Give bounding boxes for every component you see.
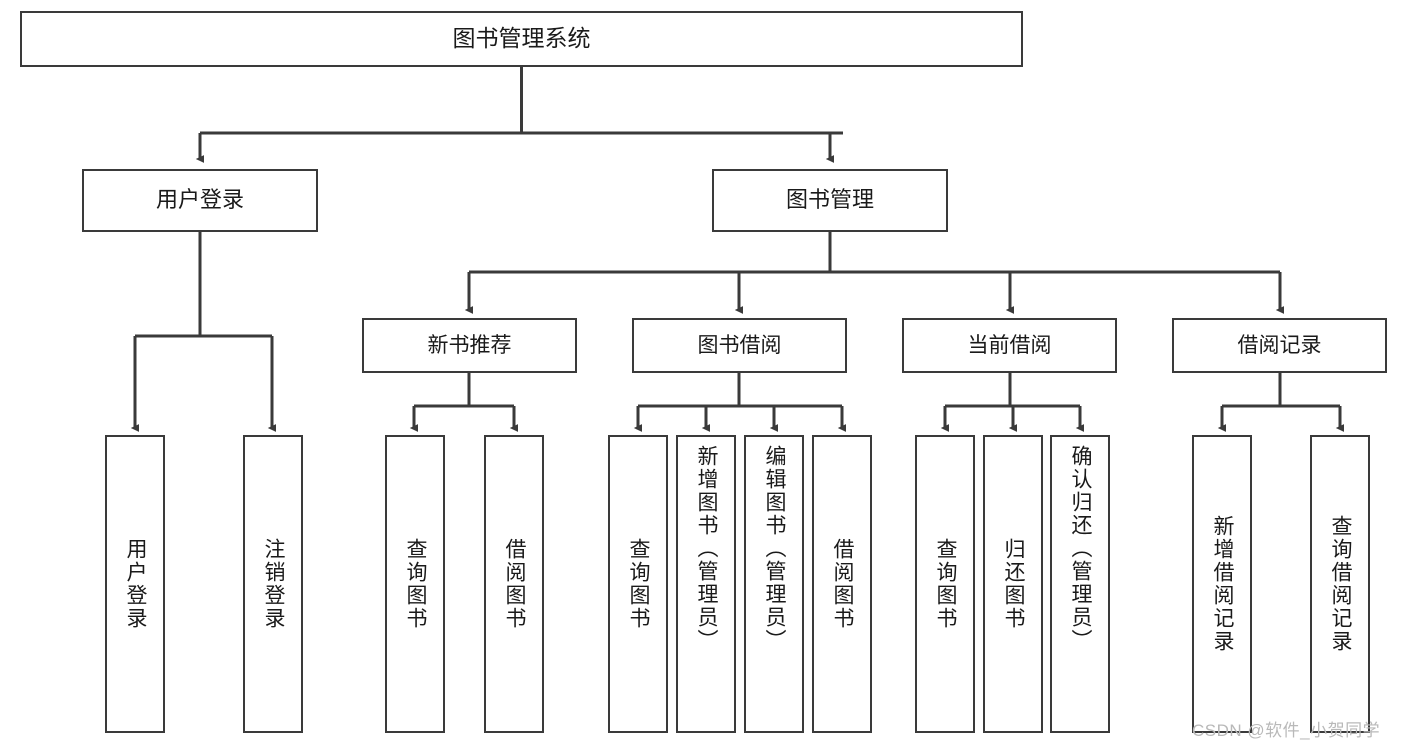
node-label: 借阅图书 [503,538,527,630]
node-label: 借阅记录 [1237,333,1322,357]
node-label: 用户登录 [124,538,148,630]
node-label: 查询图书 [934,538,958,630]
node-label: 编辑图书（管理员） [763,445,787,652]
leaf-user-login-logout[interactable]: 注销登录 [243,435,303,733]
node-borrow-record[interactable]: 借阅记录 [1172,318,1387,373]
watermark-text: CSDN @软件_小贺同学 [1192,721,1381,740]
leaf-record-add-record[interactable]: 新增借阅记录 [1192,435,1252,733]
node-label: 图书管理 [785,187,874,213]
node-label: 图书管理系统 [452,25,591,52]
leaf-borrow-add-book[interactable]: 新增图书（管理员） [676,435,736,733]
node-label: 图书借阅 [697,333,782,357]
leaf-user-login-login[interactable]: 用户登录 [105,435,165,733]
node-new-book-recommend[interactable]: 新书推荐 [362,318,577,373]
node-current-borrow[interactable]: 当前借阅 [902,318,1117,373]
leaf-recommend-borrow-book[interactable]: 借阅图书 [484,435,544,733]
csdn-watermark: CSDN @软件_小贺同学 [1192,716,1380,741]
node-label: 新增图书（管理员） [695,445,719,652]
leaf-borrow-borrow-book[interactable]: 借阅图书 [812,435,872,733]
node-book-borrow[interactable]: 图书借阅 [632,318,847,373]
node-label: 借阅图书 [831,538,855,630]
node-label: 查询借阅记录 [1329,515,1353,653]
leaf-current-query-book[interactable]: 查询图书 [915,435,975,733]
node-user-login[interactable]: 用户登录 [82,169,318,232]
node-label: 查询图书 [404,538,428,630]
leaf-borrow-edit-book[interactable]: 编辑图书（管理员） [744,435,804,733]
node-label: 注销登录 [262,538,286,630]
node-label: 新书推荐 [427,333,512,357]
leaf-borrow-query-book[interactable]: 查询图书 [608,435,668,733]
node-label: 确认归还（管理员） [1069,445,1093,652]
leaf-recommend-query-book[interactable]: 查询图书 [385,435,445,733]
leaf-record-query-record[interactable]: 查询借阅记录 [1310,435,1370,733]
leaf-current-confirm-return[interactable]: 确认归还（管理员） [1050,435,1110,733]
node-label: 用户登录 [155,187,244,213]
node-label: 查询图书 [627,538,651,630]
node-label: 当前借阅 [967,333,1052,357]
node-label: 归还图书 [1002,538,1026,630]
node-label: 新增借阅记录 [1211,515,1235,653]
leaf-current-return-book[interactable]: 归还图书 [983,435,1043,733]
node-root-system[interactable]: 图书管理系统 [20,11,1023,67]
node-book-management[interactable]: 图书管理 [712,169,948,232]
